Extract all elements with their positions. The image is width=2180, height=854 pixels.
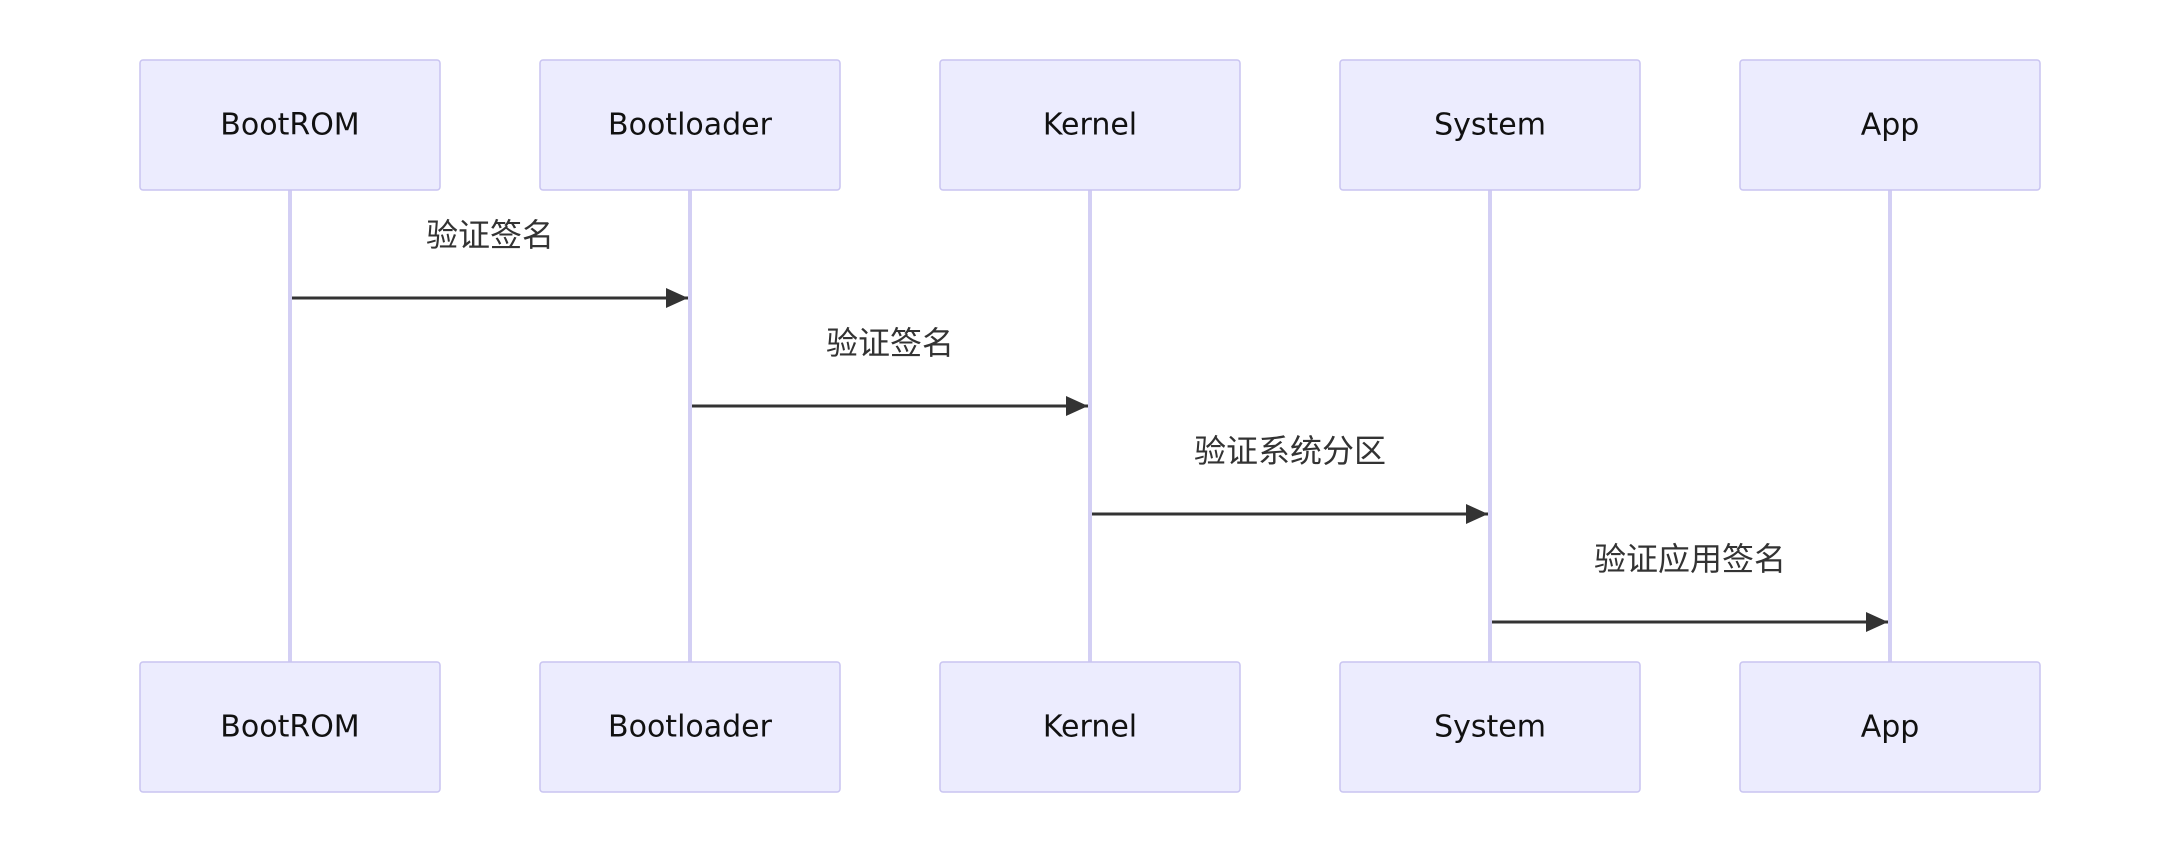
actor-box — [939, 59, 1241, 191]
actors-bottom-row: BootROM Bootloader Kernel System App — [139, 661, 2041, 793]
actor-bootrom-bottom: BootROM — [139, 661, 441, 793]
actor-system-bottom: System — [1339, 661, 1641, 793]
message-2: 验证签名 — [692, 324, 1088, 416]
arrowhead-icon — [1466, 504, 1488, 524]
actor-app-bottom: App — [1739, 661, 2041, 793]
actor-label: Bootloader — [608, 108, 773, 143]
actor-box — [539, 59, 841, 191]
arrowhead-icon — [1066, 396, 1088, 416]
actors-top-row: BootROM Bootloader Kernel System App — [139, 59, 2041, 191]
actor-bootloader-top: Bootloader — [539, 59, 841, 191]
actor-box — [1339, 59, 1641, 191]
actor-box — [139, 661, 441, 793]
actor-label: BootROM — [220, 710, 359, 745]
message-3: 验证系统分区 — [1092, 432, 1488, 524]
message-label: 验证系统分区 — [1194, 432, 1386, 470]
actor-label: Bootloader — [608, 710, 773, 745]
arrowhead-icon — [666, 288, 688, 308]
actor-label: App — [1861, 108, 1920, 143]
actor-bootloader-bottom: Bootloader — [539, 661, 841, 793]
actor-label: App — [1861, 710, 1920, 745]
actor-kernel-top: Kernel — [939, 59, 1241, 191]
actor-label: System — [1434, 108, 1546, 143]
message-label: 验证签名 — [826, 324, 954, 362]
actor-box — [1739, 59, 2041, 191]
actor-box — [1739, 661, 2041, 793]
message-4: 验证应用签名 — [1492, 540, 1888, 632]
actor-box — [939, 661, 1241, 793]
actor-box — [1339, 661, 1641, 793]
actor-label: System — [1434, 710, 1546, 745]
message-label: 验证签名 — [426, 216, 554, 254]
lifelines — [288, 190, 1892, 662]
message-1: 验证签名 — [292, 216, 688, 308]
actor-system-top: System — [1339, 59, 1641, 191]
actor-label: Kernel — [1043, 108, 1137, 143]
actor-box — [139, 59, 441, 191]
actor-app-top: App — [1739, 59, 2041, 191]
arrowhead-icon — [1866, 612, 1888, 632]
actor-bootrom-top: BootROM — [139, 59, 441, 191]
actor-label: Kernel — [1043, 710, 1137, 745]
actor-label: BootROM — [220, 108, 359, 143]
actor-box — [539, 661, 841, 793]
actor-kernel-bottom: Kernel — [939, 661, 1241, 793]
message-label: 验证应用签名 — [1594, 540, 1786, 578]
